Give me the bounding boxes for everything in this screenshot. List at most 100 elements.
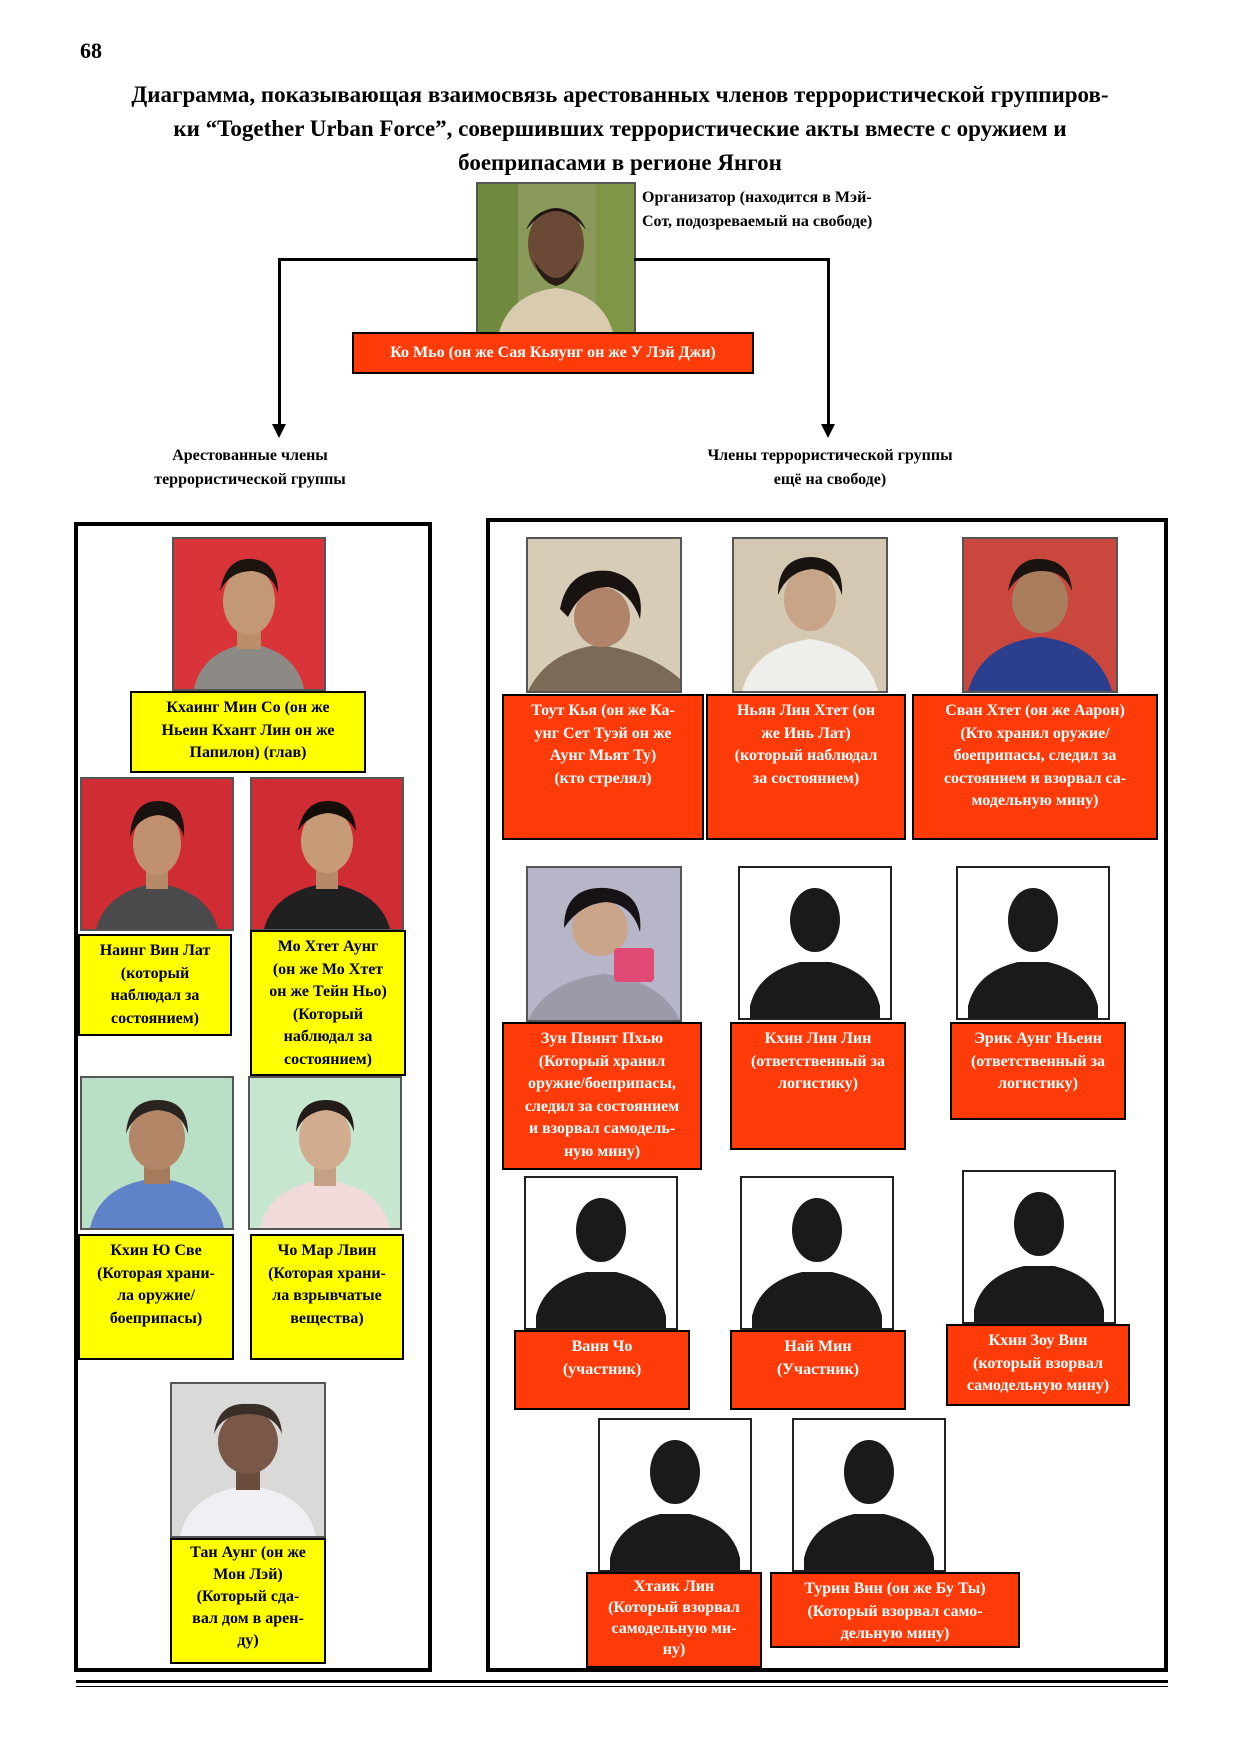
title-line: боеприпасами в регионе Янгон	[458, 150, 782, 175]
member-label-line: (Участник)	[776, 1360, 860, 1378]
member-label-line: (Которая храни-	[268, 1264, 386, 1282]
member-label-line: Мон Лэй)	[213, 1566, 283, 1583]
member-label-line: за состоянием)	[752, 769, 860, 787]
at-large-heading-line: Члены террористической группы	[707, 447, 953, 464]
member-label-line: ла оружие/	[117, 1287, 195, 1304]
connector-left-horizontal	[278, 258, 478, 261]
member-label-line: вещества)	[290, 1309, 364, 1327]
at-large-heading: Члены террористической группы ещё на сво…	[660, 444, 1000, 492]
member-label-line: унг Сет Туэй он же	[534, 724, 672, 742]
arrested-heading: Арестованные члены террористической груп…	[120, 444, 380, 492]
member-label: Най Мин (Участник)	[730, 1330, 906, 1410]
connector-right-vertical	[827, 258, 830, 426]
member-label-line: Кхаинг Мин Со (он же	[166, 699, 330, 716]
member-label-line: и взорвал самодель-	[528, 1120, 676, 1137]
title-line: ки “Together Urban Force”, совершивших т…	[173, 116, 1067, 141]
member-label-line: ну)	[662, 1641, 686, 1658]
member-label: Тоут Кья (он же Ка- унг Сет Туэй он же А…	[502, 694, 704, 840]
member-label-line: ную мину)	[563, 1142, 641, 1160]
member-photo	[248, 1076, 402, 1230]
member-label-line: боеприпасы)	[109, 1309, 203, 1327]
member-label-line: Кхин Лин Лин	[764, 1030, 872, 1047]
member-label-line: (ответственный за	[750, 1052, 886, 1070]
member-label: Кхаинг Мин Со (он же Ньеин Кхант Лин он …	[130, 691, 366, 773]
organizer-photo	[476, 182, 636, 338]
member-label-line: Мо Хтет Аунг	[277, 938, 379, 955]
arrow-left-icon	[272, 424, 286, 438]
at-large-frame	[486, 518, 1168, 1672]
member-label-line: Ньян Лин Хтет (он	[736, 702, 876, 719]
member-label-line: логистику)	[778, 1075, 858, 1092]
organizer-note: Организатор (находится в Мэй- Сот, подоз…	[642, 186, 932, 234]
member-label-line: (который взорвал	[972, 1354, 1103, 1372]
page-number: 68	[80, 38, 102, 63]
member-label-line: дельную мину)	[840, 1625, 950, 1642]
member-label-line: Зун Пвинт Пхью	[540, 1030, 664, 1047]
connector-left-vertical	[278, 258, 281, 426]
member-label-line: наблюдал за	[283, 1028, 373, 1045]
member-label: Кхин Зоу Вин (который взорвал самодельну…	[946, 1324, 1130, 1406]
arrow-right-icon	[821, 424, 835, 438]
member-photo	[740, 1176, 894, 1330]
member-label-line: (который наблюдал	[734, 747, 878, 764]
member-label: Зун Пвинт Пхью (Который хранил оружие/бо…	[502, 1022, 702, 1170]
member-photo	[524, 1176, 678, 1330]
member-label-line: состоянием и взорвал са-	[943, 769, 1127, 787]
member-label: Сван Хтет (он же Аарон) (Кто хранил оруж…	[912, 694, 1158, 840]
title-line: Диаграмма, показывающая взаимосвязь арес…	[131, 82, 1109, 107]
member-label-line: Наинг Вин Лат	[99, 942, 211, 959]
member-photo	[962, 537, 1118, 693]
member-label-line: Тан Аунг (он же	[190, 1544, 306, 1561]
member-photo	[526, 866, 682, 1022]
member-label-line: (кто стрелял)	[554, 769, 652, 787]
member-photo	[738, 866, 892, 1020]
arrested-heading-line: террористической группы	[154, 471, 346, 488]
member-label-line: боеприпасы, следил за	[953, 747, 1117, 764]
member-label-line: Най Мин	[784, 1338, 852, 1355]
member-label-line: Кхин Зоу Вин	[988, 1332, 1088, 1349]
member-photo	[598, 1418, 752, 1572]
member-label-line: (Который хранил	[538, 1052, 666, 1070]
member-label-line: (Который взорвал	[608, 1599, 740, 1616]
member-label-line: Кхин Ю Све	[110, 1242, 202, 1259]
member-label-line: (Который взорвал само-	[807, 1602, 983, 1620]
member-label-line: самодельную ми-	[611, 1620, 737, 1637]
member-photo	[732, 537, 888, 693]
member-label-line: (участник)	[562, 1360, 642, 1378]
member-photo	[956, 866, 1110, 1020]
member-photo	[792, 1418, 946, 1572]
member-label-line: оружие/боеприпасы,	[528, 1075, 676, 1092]
member-label: Эрик Аунг Ньеин (ответственный за логист…	[950, 1022, 1126, 1120]
member-label-line: (Который сда-	[196, 1588, 300, 1605]
member-label-line: (Который	[292, 1005, 364, 1023]
member-label-line: состоянием)	[284, 1050, 372, 1068]
member-label-line: состоянием)	[111, 1009, 199, 1027]
member-photo	[962, 1170, 1116, 1324]
member-photo	[80, 1076, 234, 1230]
member-label-line: Чо Мар Лвин	[277, 1242, 377, 1259]
member-photo	[80, 777, 234, 931]
member-label: Тан Аунг (он же Мон Лэй) (Который сда- в…	[170, 1538, 326, 1664]
member-label-line: Хтаик Лин	[633, 1578, 715, 1595]
diagram-title: Диаграмма, показывающая взаимосвязь арес…	[60, 78, 1180, 180]
member-label-line: (Кто хранил оружие/	[960, 724, 1110, 742]
member-photo	[172, 537, 326, 691]
member-photo	[250, 777, 404, 931]
member-label-line: Ньеин Кхант Лин он же	[161, 721, 335, 739]
member-label-line: Турин Вин (он же Бу Ты)	[804, 1580, 986, 1597]
at-large-heading-line: ещё на свободе)	[773, 471, 887, 488]
member-label-line: же Инь Лат)	[761, 724, 851, 742]
member-photo	[526, 537, 682, 693]
member-label: Мо Хтет Аунг (он же Мо Хтет он же Тейн Н…	[250, 930, 406, 1076]
member-label: Хтаик Лин (Который взорвал самодельную м…	[586, 1572, 762, 1668]
member-label-line: наблюдал за	[110, 987, 200, 1004]
member-label: Чо Мар Лвин (Которая храни- ла взрывчаты…	[250, 1234, 404, 1360]
member-label: Наинг Вин Лат (который наблюдал за состо…	[78, 934, 232, 1036]
organizer-note-line: Организатор (находится в Мэй-	[642, 189, 872, 206]
bottom-rule	[76, 1680, 1168, 1683]
member-label-line: (Которая храни-	[97, 1264, 215, 1282]
member-label-line: Папилон) (глав)	[189, 744, 307, 761]
organizer-name-label: Ко Мьо (он же Сая Кьяунг он же У Лэй Джи…	[352, 332, 754, 374]
member-label-line: Эрик Аунг Ньеин	[974, 1030, 1102, 1047]
arrested-frame	[74, 522, 432, 1672]
